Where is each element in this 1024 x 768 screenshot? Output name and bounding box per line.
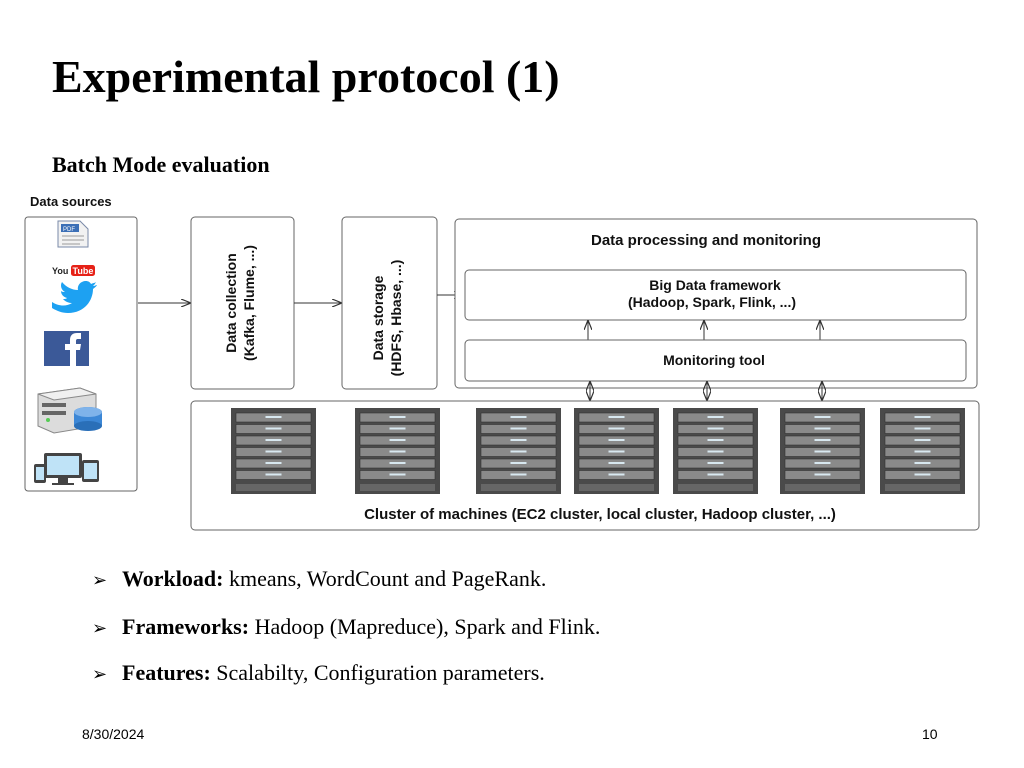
server-rack-icon [355, 408, 440, 494]
server-rack-icon [780, 408, 865, 494]
data-storage-examples: (HDFS, Hbase, ...) [388, 260, 404, 377]
monitoring-tool-label: Monitoring tool [663, 352, 765, 368]
server-rack-icon [476, 408, 561, 494]
bullet-item-workload: ➢ Workload: kmeans, WordCount and PageRan… [92, 566, 546, 592]
architecture-diagram: Data sources PDF You Tube [24, 194, 980, 531]
big-data-framework-examples: (Hadoop, Spark, Flink, ...) [628, 294, 796, 310]
server-rack-icon [231, 408, 316, 494]
facebook-logo-icon [44, 331, 89, 366]
data-storage-label: Data storage [370, 275, 386, 360]
youtube-text-tube: Tube [73, 266, 94, 276]
bullet-arrow-icon: ➢ [92, 570, 108, 591]
bullet-label: Workload: [122, 566, 224, 591]
pdf-file-icon: PDF [57, 220, 89, 248]
cluster-label: Cluster of machines (EC2 cluster, local … [364, 506, 836, 523]
data-sources-label: Data sources [30, 194, 112, 209]
twitter-bird-icon [52, 281, 97, 313]
bullet-text: kmeans, WordCount and PageRank. [228, 566, 547, 591]
server-rack-icon [574, 408, 659, 494]
bullet-arrow-icon: ➢ [92, 618, 108, 639]
bullet-label: Frameworks: [122, 614, 250, 639]
big-data-framework-label: Big Data framework [649, 277, 781, 293]
bullet-item-frameworks: ➢ Frameworks: Hadoop (Mapreduce), Spark a… [92, 614, 600, 640]
bullet-text: Hadoop (Mapreduce), Spark and Flink. [254, 614, 601, 639]
big-data-framework-box [464, 269, 967, 321]
bullet-label: Features: [122, 660, 211, 685]
data-collection-label: Data collection [223, 253, 239, 353]
youtube-text-you: You [52, 266, 68, 276]
server-rack-group [231, 408, 965, 494]
youtube-logo-icon: You Tube [52, 265, 95, 276]
server-rack-icon [673, 408, 758, 494]
data-collection-examples: (Kafka, Flume, ...) [241, 245, 257, 361]
database-server-icon [37, 387, 102, 434]
slide-title: Experimental protocol (1) [52, 51, 560, 102]
server-rack-icon [880, 408, 965, 494]
devices-icon [34, 453, 99, 485]
data-processing-title: Data processing and monitoring [591, 232, 821, 249]
slide-subtitle: Batch Mode evaluation [52, 152, 270, 177]
pdf-text: PDF [63, 227, 75, 233]
data-storage-box [341, 216, 438, 390]
bullet-arrow-icon: ➢ [92, 664, 108, 685]
page-number: 10 [922, 726, 938, 742]
footer-date: 8/30/2024 [82, 726, 145, 742]
bullet-text: Scalabilty, Configuration parameters. [216, 660, 545, 685]
monitoring-tool-box [464, 339, 967, 382]
bullet-item-features: ➢ Features: Scalabilty, Configuration par… [92, 660, 545, 686]
